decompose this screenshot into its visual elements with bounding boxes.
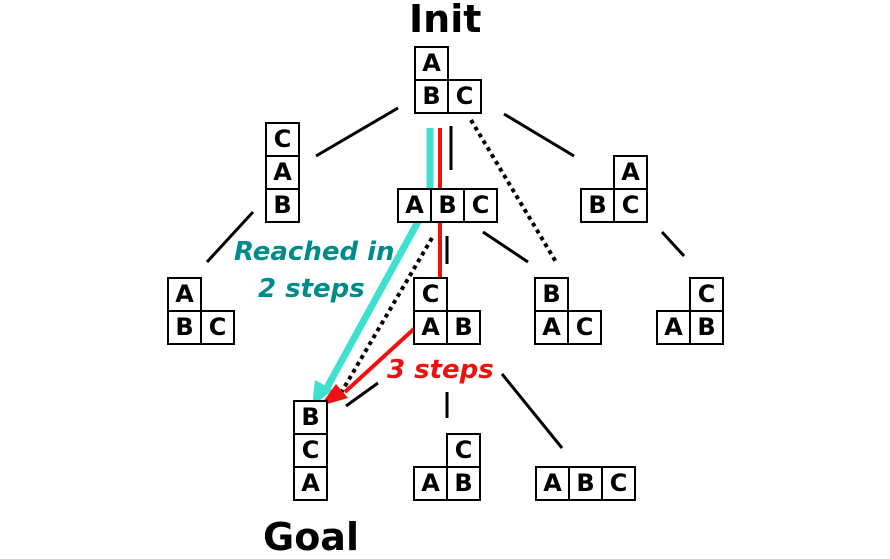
block: A [656,310,691,345]
goal-title: Goal [263,515,359,559]
block: A [293,466,328,501]
edge-l1-middle-l2-c [482,230,529,264]
three-steps-label: 3 steps [387,355,494,385]
block: C [447,79,482,114]
edge-init-l2-c-dotted [469,118,558,264]
block: C [567,310,602,345]
block: B [167,310,202,345]
block: B [689,310,724,345]
edge-l1-right-l2-d [660,230,686,258]
edge-init-l1-left [315,106,399,158]
block: C [413,277,448,312]
block: B [265,188,300,223]
block: C [446,433,481,468]
edge-l1-middle-goal-dotted [336,236,434,400]
block: C [689,277,724,312]
block: C [613,188,648,223]
block: B [580,188,615,223]
block: B [430,188,465,223]
reached-label-line1: Reached in [234,237,395,267]
block: B [446,466,481,501]
reached-path-arrowhead [312,380,333,406]
block: B [293,400,328,435]
edge-init-l1-right [503,112,575,158]
block: C [293,433,328,468]
block: A [613,155,648,190]
edge-l2-b-l3-c [500,373,564,449]
block: A [397,188,432,223]
block: A [413,310,448,345]
reached-label-line2: 2 steps [258,274,365,304]
block: C [265,122,300,157]
edge-l2-b-goal [345,381,379,408]
block: A [414,46,449,81]
block: A [535,466,570,501]
block: A [413,466,448,501]
block: B [446,310,481,345]
block: C [601,466,636,501]
init-title: Init [409,0,482,41]
block: A [265,155,300,190]
block: C [200,310,235,345]
block: B [414,79,449,114]
block: A [167,277,202,312]
block: B [568,466,603,501]
block: B [534,277,569,312]
block: C [463,188,498,223]
block: A [534,310,569,345]
edge-l1-left-l2-a [205,210,255,264]
